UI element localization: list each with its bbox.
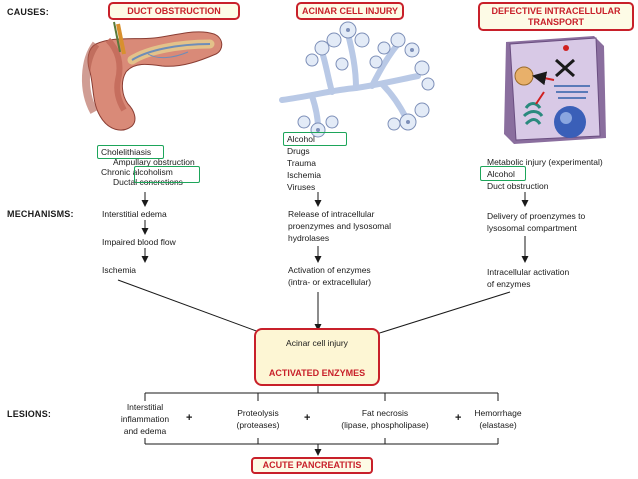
acinar-cause-alcohol: Alcohol	[287, 134, 315, 144]
mech-release-line1: Release of intracellular	[288, 209, 375, 219]
mechanisms-label: MECHANISMS:	[7, 209, 74, 219]
acinar-cause-viruses: Viruses	[287, 182, 316, 192]
mech-ischemia: Ischemia	[102, 265, 137, 275]
lesion-fat-necrosis-line1: Fat necrosis	[361, 408, 409, 418]
acinar-illustration	[279, 21, 435, 138]
alcoholism-highlight	[134, 166, 200, 183]
lesion-proteolysis-line2: (proteases)	[236, 420, 280, 430]
cholelithiasis-highlight	[97, 145, 164, 159]
plus-sign-2: +	[304, 412, 311, 424]
defective-transport-title-line2: TRANSPORT	[528, 17, 584, 27]
lesion-hemorrhage-line1: Hemorrhage	[474, 408, 522, 418]
plus-sign-3: +	[455, 412, 462, 424]
activated-enzymes-text: ACTIVATED ENZYMES	[268, 368, 366, 378]
mech-release-line3: hydrolases	[288, 233, 330, 243]
lesion-proteolysis-line1: Proteolysis	[237, 408, 279, 418]
mech-interstitial-edema: Interstitial edema	[102, 209, 167, 219]
mech-activation-line1: Activation of enzymes	[288, 265, 371, 275]
duct-obstruction-box: DUCT OBSTRUCTION	[108, 2, 240, 20]
transport-cause-metabolic: Metabolic injury (experimental)	[487, 157, 603, 167]
lesion-hemorrhage-line2: (elastase)	[479, 420, 517, 430]
lesions-label: LESIONS:	[7, 409, 52, 419]
mech-delivery-line2: lysosomal compartment	[487, 223, 577, 233]
acinar-cause-trauma: Trauma	[287, 158, 316, 168]
mech-release-line2: proenzymes and lysosomal	[288, 221, 391, 231]
lesion-fat-necrosis-line2: (lipase, phospholipase)	[341, 420, 429, 430]
acinar-alcohol-highlight	[283, 132, 347, 146]
lesion-inflammation-line1: Interstitial	[126, 402, 164, 412]
defective-transport-box: DEFECTIVE INTRACELLULAR TRANSPORT	[478, 2, 634, 31]
duct-cause-cholelithiasis: Cholelithiasis	[101, 147, 152, 157]
lesion-hemorrhage: Hemorrhage (elastase)	[462, 407, 534, 431]
acinar-cell-injury-box: ACINAR CELL INJURY	[296, 2, 404, 20]
mech-delivery-line1: Delivery of proenzymes to	[487, 211, 586, 221]
lesion-inflammation-line2: inflammation	[120, 414, 170, 424]
lesion-inflammation-line3: and edema	[123, 426, 167, 436]
duct-cause-chronic-alcoholism: Chronic alcoholism	[101, 167, 173, 177]
duct-cause-ampullary: Ampullary obstruction	[113, 157, 195, 167]
mech-impaired-blood-flow: Impaired blood flow	[102, 237, 176, 247]
acinar-cause-drugs: Drugs	[287, 146, 310, 156]
lesion-inflammation: Interstitial inflammation and edema	[105, 401, 185, 437]
lesion-fat-necrosis: Fat necrosis (lipase, phospholipase)	[325, 407, 445, 431]
transport-cause-duct-obstruction: Duct obstruction	[487, 181, 549, 191]
cell-transport-illustration	[504, 36, 606, 144]
acute-pancreatitis-box: ACUTE PANCREATITIS	[251, 457, 373, 474]
mech-intracellular-line1: Intracellular activation	[487, 267, 570, 277]
pancreas-illustration	[81, 21, 223, 131]
lesion-proteolysis: Proteolysis (proteases)	[218, 407, 298, 431]
causes-label: CAUSES:	[7, 7, 49, 17]
defective-transport-title-line1: DEFECTIVE INTRACELLULAR	[491, 6, 621, 16]
mech-activation-line2: (intra- or extracellular)	[288, 277, 372, 287]
acinar-cell-injury-text: Acinar cell injury	[286, 338, 348, 348]
transport-cause-alcohol: Alcohol	[487, 169, 515, 179]
transport-alcohol-highlight	[480, 166, 526, 181]
acinar-cause-ischemia: Ischemia	[287, 170, 322, 180]
mech-intracellular-line2: of enzymes	[487, 279, 531, 289]
plus-sign-1: +	[186, 412, 193, 424]
activated-enzymes-box: Acinar cell injury ACTIVATED ENZYMES	[254, 328, 380, 386]
